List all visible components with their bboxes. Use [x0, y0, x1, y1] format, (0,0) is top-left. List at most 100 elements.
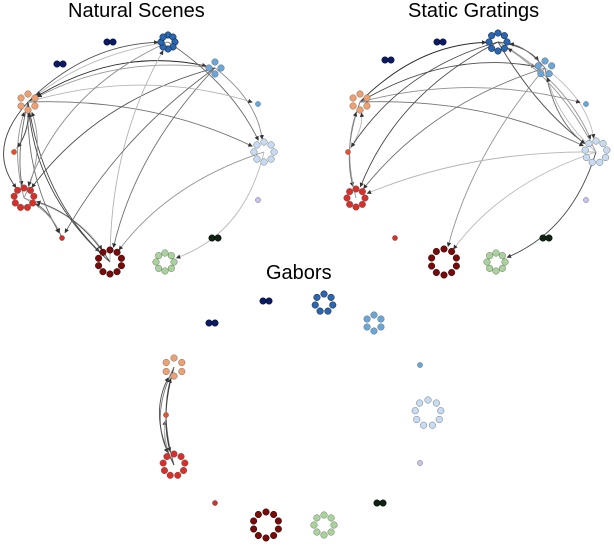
- node: [486, 252, 494, 260]
- node: [17, 102, 25, 110]
- node: [486, 264, 494, 272]
- node: [214, 234, 222, 242]
- node: [260, 138, 268, 146]
- node: [349, 102, 357, 110]
- node: [320, 531, 328, 539]
- node: [452, 254, 460, 262]
- node-cluster-darkred: [250, 508, 282, 542]
- edge: [27, 101, 60, 234]
- node-cluster-salmon: [349, 90, 371, 114]
- node: [356, 106, 364, 114]
- node: [327, 293, 335, 301]
- edge: [446, 67, 546, 247]
- node: [24, 106, 32, 114]
- network-diagram-natural-scenes: [3, 31, 278, 278]
- edge: [27, 112, 111, 263]
- node: [377, 315, 385, 323]
- node-cluster-darkgreen: [208, 234, 222, 242]
- node: [437, 407, 445, 415]
- edge: [359, 101, 584, 147]
- node: [253, 141, 261, 149]
- panel-title-gabors: Gabors: [266, 262, 332, 284]
- node: [170, 258, 178, 266]
- node: [370, 327, 378, 335]
- node: [345, 149, 351, 155]
- node: [324, 307, 332, 315]
- edge: [349, 111, 358, 199]
- node: [377, 323, 385, 331]
- node-cluster-paleblue: [411, 396, 445, 429]
- node: [211, 319, 219, 327]
- edge: [509, 42, 546, 69]
- node: [152, 258, 160, 266]
- node: [313, 514, 321, 522]
- node-cluster-darkred: [95, 246, 125, 278]
- node-cluster-navy-a: [205, 319, 219, 327]
- edges-natural: [3, 40, 265, 263]
- network-diagram-gabors: [159, 290, 445, 542]
- node: [95, 254, 103, 262]
- node: [545, 70, 553, 78]
- node: [358, 188, 366, 196]
- node: [106, 270, 114, 278]
- edge: [27, 84, 253, 104]
- node-cluster-red: [10, 184, 38, 211]
- node: [167, 264, 175, 272]
- node: [361, 194, 369, 202]
- node: [103, 38, 111, 46]
- edge: [27, 41, 169, 187]
- node: [159, 459, 167, 467]
- node: [205, 319, 213, 327]
- node: [313, 293, 321, 301]
- node: [155, 264, 163, 272]
- node: [250, 525, 258, 533]
- node: [310, 521, 318, 529]
- edge: [359, 41, 499, 188]
- node: [250, 517, 258, 525]
- node: [162, 358, 170, 366]
- node-cluster-orange: [11, 149, 17, 155]
- node: [117, 254, 125, 262]
- node: [250, 148, 258, 156]
- node-cluster-single: [59, 235, 65, 241]
- edge: [3, 101, 29, 189]
- node: [99, 268, 107, 276]
- edge: [214, 67, 264, 140]
- node: [155, 252, 163, 260]
- node: [424, 396, 432, 404]
- node: [259, 297, 267, 305]
- node: [488, 44, 496, 52]
- node-cluster-lavender: [583, 197, 589, 203]
- node-cluster-green: [483, 249, 509, 275]
- node-cluster-lavender: [255, 197, 261, 203]
- node: [440, 271, 448, 279]
- node: [537, 70, 545, 78]
- node: [346, 188, 354, 196]
- node: [363, 315, 371, 323]
- node: [270, 532, 278, 540]
- node: [413, 415, 421, 423]
- edge: [366, 151, 597, 194]
- node: [161, 249, 169, 257]
- node-cluster-paleblue: [250, 138, 278, 166]
- edge: [27, 60, 207, 103]
- edge: [31, 67, 216, 188]
- node: [174, 471, 182, 479]
- edge: [112, 67, 216, 248]
- node: [498, 264, 506, 272]
- node-cluster-navy-b: [259, 297, 273, 305]
- node: [370, 311, 378, 319]
- node-cluster-single: [392, 235, 398, 241]
- node: [583, 101, 589, 107]
- edge: [359, 62, 536, 103]
- node: [170, 372, 178, 380]
- node: [439, 38, 447, 46]
- node-cluster-salmon: [162, 354, 186, 380]
- node: [313, 528, 321, 536]
- node: [494, 47, 502, 55]
- edge: [167, 41, 259, 141]
- node: [330, 521, 338, 529]
- node: [363, 323, 371, 331]
- edge: [363, 67, 546, 189]
- edge: [497, 41, 592, 140]
